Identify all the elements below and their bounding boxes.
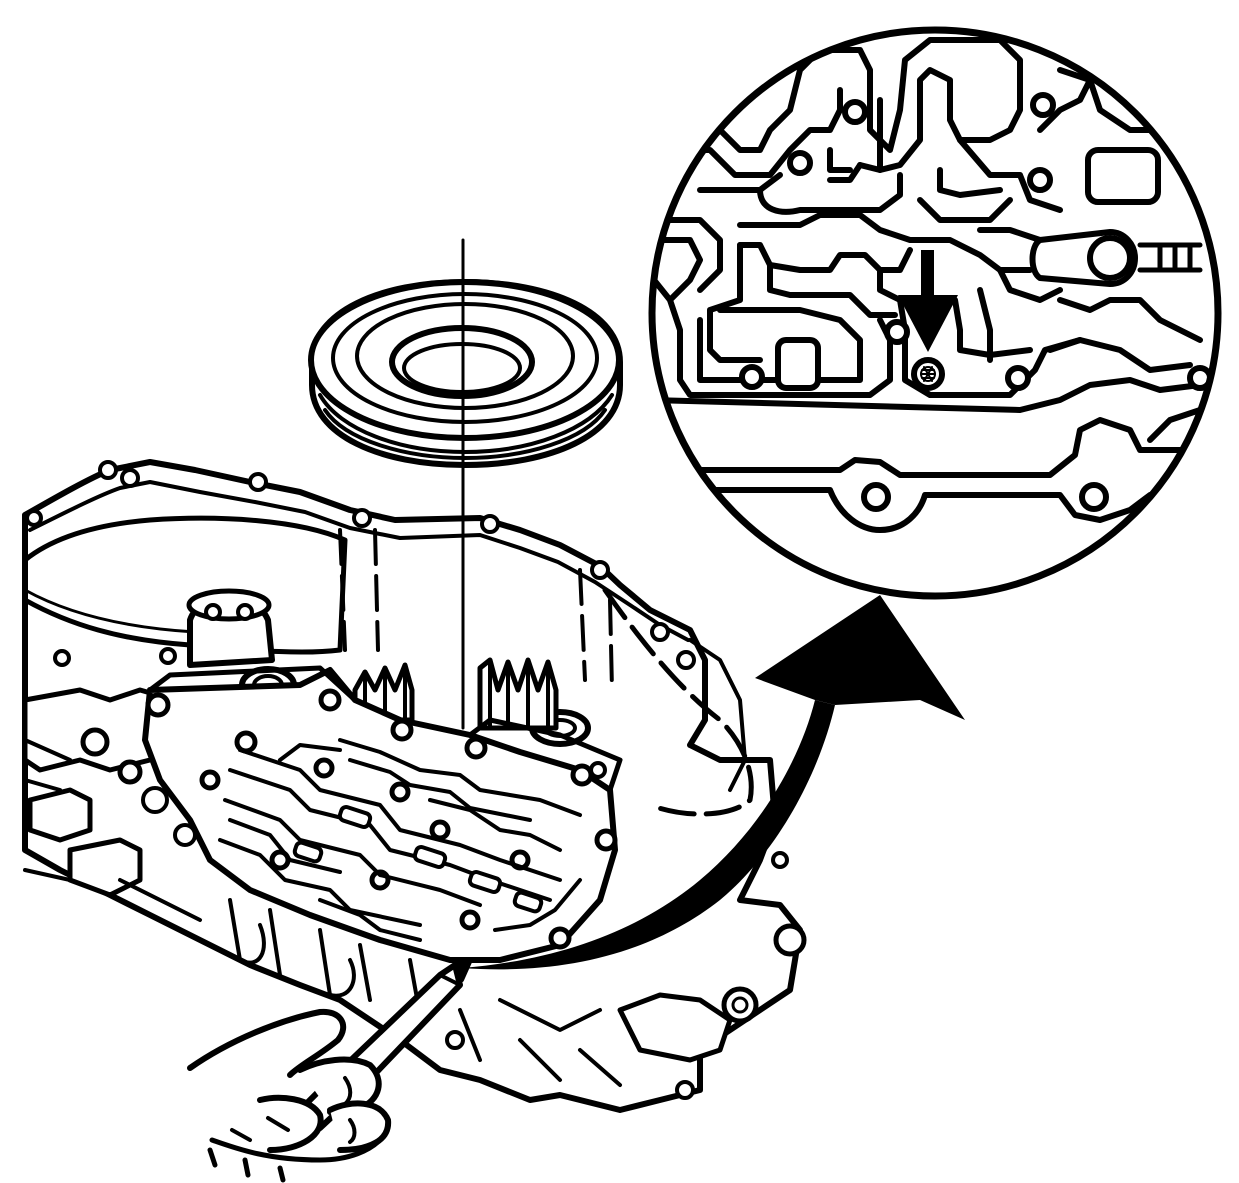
down-arrow-icon — [898, 250, 958, 352]
valve-body-channel-plate — [142, 665, 623, 963]
hand-with-tool — [187, 960, 472, 1183]
bolt-holes — [25, 460, 789, 869]
case-rib — [688, 638, 747, 792]
magnified-channel-plate — [652, 37, 1213, 533]
callout-arrow — [462, 595, 965, 970]
seal-ring — [308, 279, 623, 468]
detail-magnifier — [648, 26, 1222, 600]
check-ball-hole — [911, 357, 945, 391]
